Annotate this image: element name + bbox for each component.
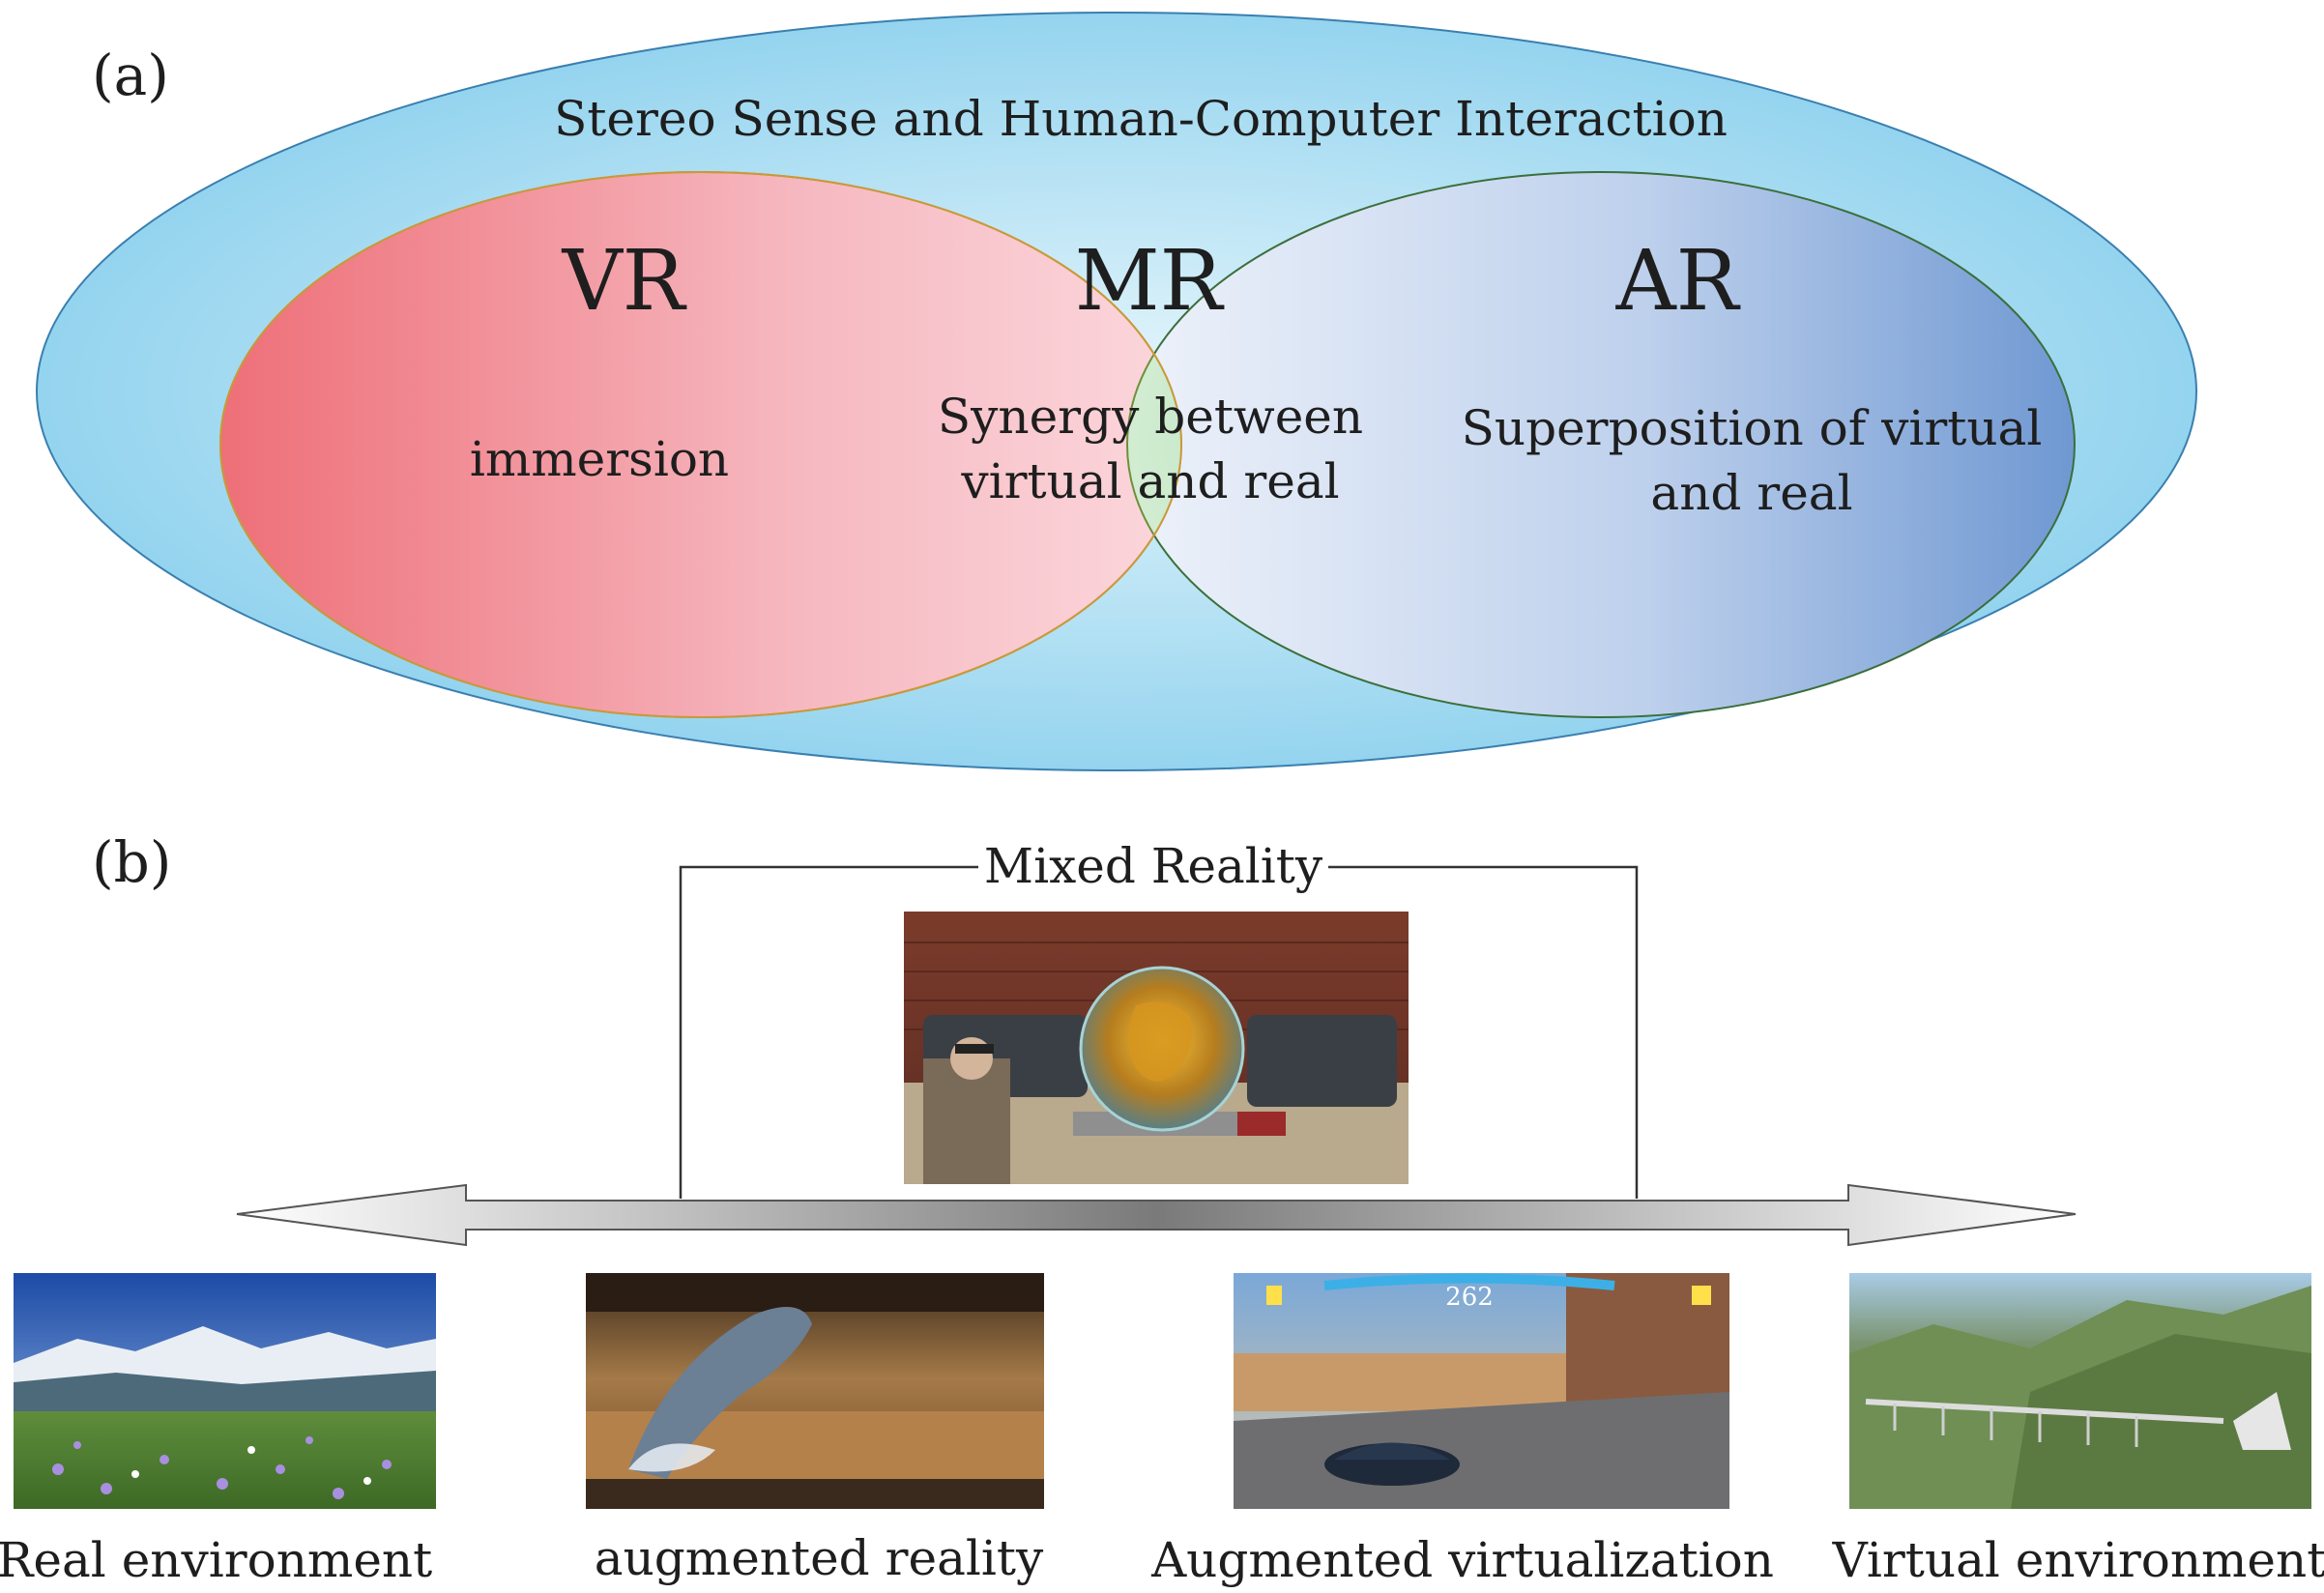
panel-a-label: (a) — [92, 43, 169, 108]
ar-description-line1: Superposition of virtual — [1462, 400, 2043, 456]
caption-real-environment: Real environment — [0, 1532, 432, 1588]
panel-b-label: (b) — [92, 829, 171, 895]
mr-title: MR — [1075, 233, 1225, 330]
game-hud-number: 262 — [1445, 1283, 1494, 1312]
outer-title: Stereo Sense and Human-Computer Interact… — [554, 91, 1728, 147]
vr-title: VR — [562, 233, 687, 330]
mr-description-line2: virtual and real — [960, 453, 1339, 509]
mixed-reality-photo — [904, 912, 1409, 1184]
augmented-reality-photo — [586, 1273, 1044, 1509]
caption-virtual-environment: Virtual environment — [1832, 1532, 2324, 1588]
caption-augmented-reality: augmented reality — [595, 1530, 1044, 1586]
ar-title: AR — [1615, 233, 1741, 330]
ar-description-line2: and real — [1650, 465, 1852, 521]
real-environment-photo — [14, 1273, 436, 1509]
reality-continuum-arrow — [236, 1183, 2077, 1247]
mixed-reality-bracket — [679, 865, 978, 1199]
mr-description-line1: Synergy between — [938, 389, 1363, 445]
mixed-reality-label: Mixed Reality — [984, 838, 1323, 894]
mr-intersection — [1126, 172, 1181, 717]
vr-description: immersion — [470, 431, 729, 487]
augmented-virtualization-photo: 262 — [1234, 1273, 1729, 1509]
caption-augmented-virtualization: Augmented virtualization — [1150, 1532, 1774, 1588]
virtual-environment-photo — [1849, 1273, 2311, 1509]
